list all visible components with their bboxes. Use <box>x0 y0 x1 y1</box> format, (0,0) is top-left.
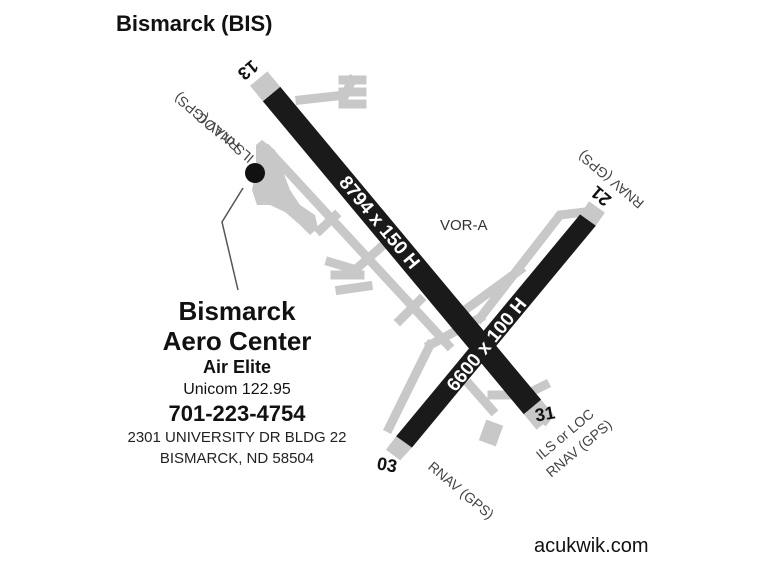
fbo-address-line1: 2301 UNIVERSITY DR BLDG 22 <box>128 429 347 446</box>
runway-13-31: 8794 x 150 H 13 31 <box>234 56 557 430</box>
fbo-name-line2: Aero Center <box>163 326 312 356</box>
terminal-apron <box>252 140 504 447</box>
fbo-phone: 701-223-4754 <box>168 401 306 426</box>
fbo-brand: Air Elite <box>203 357 271 377</box>
approach-rwy13-rnav: RNAV (GPS) <box>171 90 243 154</box>
fbo-location-marker <box>245 163 265 183</box>
airport-title: Bismarck (BIS) <box>116 11 273 36</box>
fbo-name-line1: Bismarck <box>178 296 296 326</box>
approach-vor-a: VOR-A <box>440 217 488 234</box>
runway-13-31-label: 8794 x 150 H <box>334 172 423 273</box>
fbo-unicom: Unicom 122.95 <box>183 381 291 398</box>
approach-rwy21-rnav: RNAV (GPS) <box>575 148 647 212</box>
fbo-leader-line <box>221 187 244 291</box>
runway-end-31: 31 <box>533 402 556 425</box>
runway-end-03: 03 <box>375 453 398 476</box>
source-attribution: acukwik.com <box>534 535 648 557</box>
fbo-address-line2: BISMARCK, ND 58504 <box>160 450 314 467</box>
approach-rwy03-rnav: RNAV (GPS) <box>425 458 497 522</box>
